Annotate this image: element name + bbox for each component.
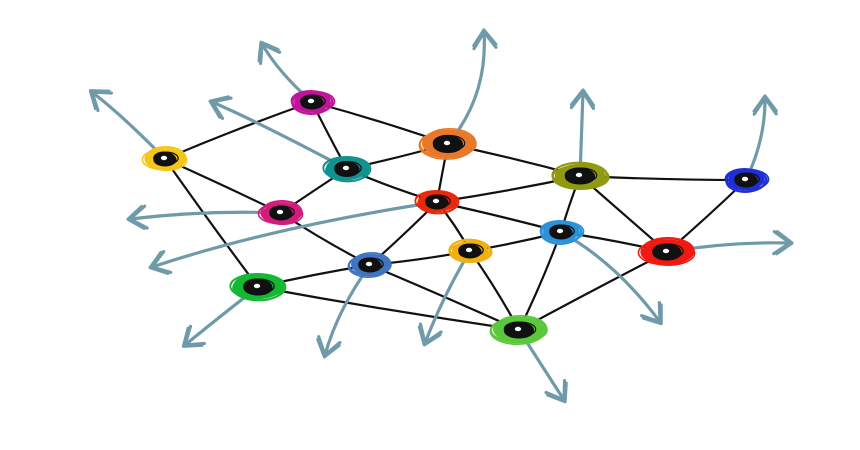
node-highlight bbox=[276, 209, 284, 215]
node-ring bbox=[348, 254, 391, 277]
node-scribble bbox=[334, 160, 362, 176]
node-n-pink bbox=[257, 200, 304, 225]
node-scribble bbox=[458, 243, 484, 257]
arrow-shaft bbox=[150, 200, 439, 269]
arrow-head bbox=[472, 28, 498, 51]
arrows-layer bbox=[88, 28, 794, 404]
node-n-red-right bbox=[637, 237, 696, 266]
node-ring bbox=[540, 221, 583, 243]
node-highlight bbox=[307, 98, 315, 104]
node-scribble bbox=[734, 172, 760, 186]
node-n-steelblue bbox=[347, 251, 392, 279]
node-scribble bbox=[300, 94, 326, 108]
node-ring bbox=[261, 203, 304, 225]
arrow-head bbox=[208, 95, 233, 120]
node-scribble bbox=[652, 243, 684, 259]
node-ring bbox=[552, 162, 608, 188]
arrow-head bbox=[257, 40, 282, 65]
edge-n-yellow-left-n-magenta-top bbox=[163, 100, 314, 161]
edge-n-green-left-n-green-bottom bbox=[256, 285, 521, 332]
node-ring bbox=[641, 240, 696, 266]
arrow-head bbox=[569, 88, 596, 110]
arrow-shaft bbox=[210, 100, 349, 171]
arrow-head bbox=[181, 324, 206, 348]
node-highlight bbox=[465, 247, 473, 253]
node-n-red-center bbox=[414, 190, 460, 215]
arrow-from-n-steelblue bbox=[316, 263, 372, 359]
arrow-head bbox=[772, 230, 794, 256]
arrow-shaft bbox=[446, 30, 486, 146]
arrow-shaft bbox=[323, 263, 372, 357]
arrow-from-n-teal bbox=[208, 95, 349, 171]
node-highlight bbox=[741, 176, 749, 182]
arrow-from-n-orange bbox=[446, 28, 498, 146]
node-highlight bbox=[432, 198, 440, 204]
arrow-head bbox=[88, 89, 113, 113]
arrow-head bbox=[316, 335, 342, 359]
node-scribble bbox=[565, 167, 598, 183]
arrow-head bbox=[148, 249, 173, 275]
arrow-head bbox=[417, 322, 443, 347]
arrow-head bbox=[126, 204, 149, 230]
arrow-from-n-red-center bbox=[148, 200, 439, 275]
nodes-layer bbox=[141, 90, 770, 346]
node-highlight bbox=[514, 326, 522, 332]
node-n-teal bbox=[322, 156, 372, 183]
node-scribble bbox=[425, 194, 451, 208]
node-n-magenta-top bbox=[290, 90, 336, 115]
edge-n-yellow-left-n-green-left bbox=[163, 157, 260, 289]
arrow-from-n-gold bbox=[417, 249, 472, 347]
node-highlight bbox=[556, 228, 564, 234]
node-ring bbox=[490, 317, 547, 344]
arrow-head bbox=[544, 378, 568, 404]
node-scribble bbox=[269, 205, 295, 219]
node-ring bbox=[414, 190, 457, 213]
node-n-green-bottom bbox=[489, 314, 548, 346]
node-scribble bbox=[504, 321, 537, 337]
node-n-skyblue bbox=[539, 220, 585, 245]
node-highlight bbox=[160, 155, 168, 161]
node-scribble bbox=[549, 224, 575, 238]
node-ring bbox=[291, 91, 334, 113]
node-ring bbox=[322, 156, 369, 181]
node-highlight bbox=[662, 248, 670, 254]
node-ring bbox=[145, 149, 188, 171]
arrow-from-n-pink bbox=[126, 204, 283, 230]
node-ring bbox=[229, 273, 284, 300]
arrow-shaft bbox=[423, 249, 472, 345]
node-n-gold bbox=[448, 238, 493, 263]
node-n-yellow-left bbox=[141, 146, 188, 171]
node-ring bbox=[419, 130, 476, 159]
node-n-olive bbox=[551, 161, 610, 190]
node-n-green-left bbox=[229, 272, 287, 302]
node-scribble bbox=[153, 151, 179, 165]
node-highlight bbox=[253, 283, 261, 289]
node-ring bbox=[725, 169, 768, 191]
node-scribble bbox=[243, 278, 275, 294]
node-n-blue-right bbox=[724, 168, 770, 193]
node-scribble bbox=[433, 134, 466, 152]
node-ring bbox=[449, 239, 491, 261]
node-highlight bbox=[443, 140, 451, 146]
node-highlight bbox=[575, 172, 583, 178]
node-n-orange bbox=[418, 128, 477, 160]
node-highlight bbox=[365, 261, 373, 267]
arrow-from-n-blue-right bbox=[744, 94, 778, 182]
arrow-head bbox=[752, 94, 778, 116]
arrow-head bbox=[640, 300, 663, 326]
node-highlight bbox=[342, 165, 350, 171]
node-scribble bbox=[358, 257, 384, 271]
